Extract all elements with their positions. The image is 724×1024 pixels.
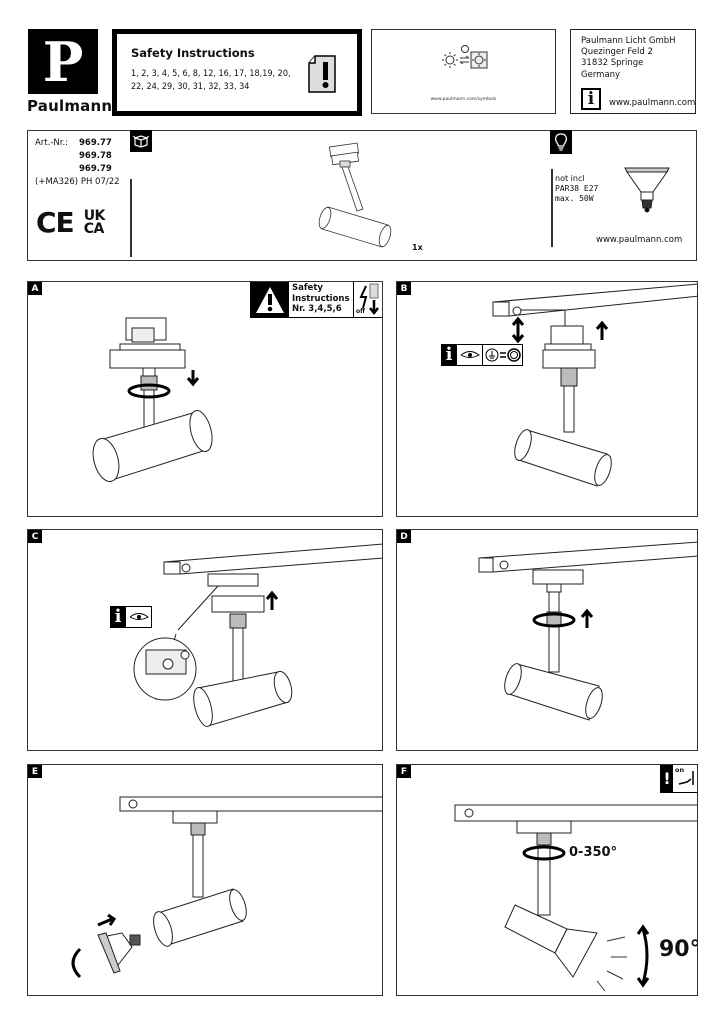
safety-title-line1: Safety [292, 283, 323, 293]
ukca-bottom: CA [83, 221, 105, 237]
eye-icon [125, 607, 151, 627]
double-arrow-icon [511, 316, 525, 344]
rotate-arrow-icon [71, 947, 82, 979]
address-line: Germany [581, 69, 621, 80]
ce-mark: CE [36, 206, 75, 239]
step-panel-f: F ! on 0-350° 90° [396, 764, 698, 996]
safety-title-line2: Instructions [292, 293, 350, 304]
step-letter: C [28, 530, 42, 543]
paulmann-logo: P [28, 29, 98, 94]
step-letter: B [397, 282, 411, 295]
step-letter: F [397, 765, 411, 778]
step-c-drawing [133, 543, 382, 727]
up-arrow-icon [580, 608, 594, 628]
quantity: 1x [412, 243, 423, 252]
step-f-drawing [454, 804, 697, 992]
step-letter: D [397, 530, 411, 543]
divider [551, 169, 553, 247]
tilt-arrow-icon [636, 924, 650, 988]
lightbulb-icon [550, 130, 572, 154]
up-arrow-icon [595, 320, 609, 340]
bulb-max-wattage: max. 50W [555, 194, 594, 203]
info-icon: i [442, 345, 456, 365]
warning-icon: ! [661, 765, 673, 792]
article-label: Art.-Nr.: [35, 138, 69, 148]
rotate-arrow-icon [127, 383, 171, 399]
symbols-box: www.paulmann.com/symbols [371, 29, 556, 114]
warning-icon [251, 282, 289, 317]
rotate-arrow-icon [522, 845, 566, 861]
document-warning-icon [308, 55, 336, 93]
step-d-drawing [478, 541, 697, 721]
article-numbers: Art.-Nr.: 969.77 969.78 969.79 (+MA326) P… [35, 137, 120, 189]
light-swap-icon [442, 45, 488, 69]
bulb-type: PAR38 E27 [555, 184, 599, 193]
article-number: 969.78 [79, 151, 112, 161]
push-arrow-icon [97, 913, 117, 927]
address-line: 31832 Springe [581, 58, 644, 69]
power-state: on [675, 766, 685, 774]
logo-letter: P [42, 29, 84, 94]
company-website[interactable]: www.paulmann.com [609, 98, 696, 108]
power-on-icon: on [673, 765, 697, 792]
safety-reference: Safety Instructions Nr. 3,4,5,6 off [250, 282, 382, 318]
eye-icon [456, 345, 482, 365]
address-line: Paulmann Licht GmbH [581, 36, 676, 46]
address-line: Quezinger Feld 2 [581, 47, 653, 58]
symbols-url[interactable]: www.paulmann.com/symbols [430, 97, 497, 102]
rotation-range: 0-350° [569, 845, 618, 860]
power-off-icon: off [354, 282, 382, 317]
step-letter: A [28, 282, 42, 295]
step-letter: E [28, 765, 42, 778]
rotate-arrow-icon [532, 612, 576, 628]
par38-bulb-drawing [624, 167, 670, 213]
info-icon: i [581, 88, 601, 110]
safety-instructions-box: Safety Instructions 1, 2, 3, 4, 5, 6, 8,… [112, 29, 362, 116]
bulb-spec: not incl PAR38 E27 max. 50W [555, 174, 598, 204]
info-inspect-ground: i [441, 344, 523, 366]
step-b-drawing [492, 283, 697, 487]
certification-marks: CE UK CA [36, 209, 105, 237]
revision-code: (+MA326) PH 07/22 [35, 177, 120, 187]
step-panel-d: D [396, 529, 698, 751]
tilt-range: 90° [659, 937, 698, 962]
article-number: 969.77 [79, 138, 112, 148]
safety-numbers: 1, 2, 3, 4, 5, 6, 8, 12, 16, 17, 18,19, … [131, 69, 291, 92]
step-a-drawing [92, 317, 213, 482]
up-arrow-icon [265, 590, 279, 610]
step-panel-e: E [27, 764, 383, 996]
company-address-box: Paulmann Licht GmbH Quezinger Feld 2 318… [570, 29, 696, 114]
box-icon [130, 130, 152, 152]
bulb-not-included: not incl [555, 174, 585, 183]
power-state: off [356, 308, 365, 315]
ukca-mark: UK CA [83, 208, 106, 237]
step-panel-c: C i [27, 529, 383, 751]
safety-ref: Nr. 3,4,5,6 [292, 304, 342, 314]
ukca-top: UK [83, 208, 106, 224]
brand-name: Paulmann [27, 97, 113, 115]
power-on-reference: ! on [660, 765, 697, 793]
ground-equals-icon [482, 345, 522, 365]
product-info-box: Art.-Nr.: 969.77 969.78 969.79 (+MA326) P… [27, 130, 697, 261]
step-e-drawing [71, 796, 382, 979]
product-website[interactable]: www.paulmann.com [596, 235, 683, 245]
step-panel-a: A Safety Instructions Nr. 3,4,5,6 off [27, 281, 383, 517]
safety-title: Safety Instructions [131, 46, 255, 60]
info-icon: i [111, 607, 125, 627]
article-number: 969.79 [79, 164, 112, 174]
divider [130, 179, 132, 257]
track-spotlight-drawing [318, 142, 392, 248]
info-inspect: i [110, 606, 152, 628]
step-panel-b: B i [396, 281, 698, 517]
down-arrow-icon [186, 370, 200, 387]
